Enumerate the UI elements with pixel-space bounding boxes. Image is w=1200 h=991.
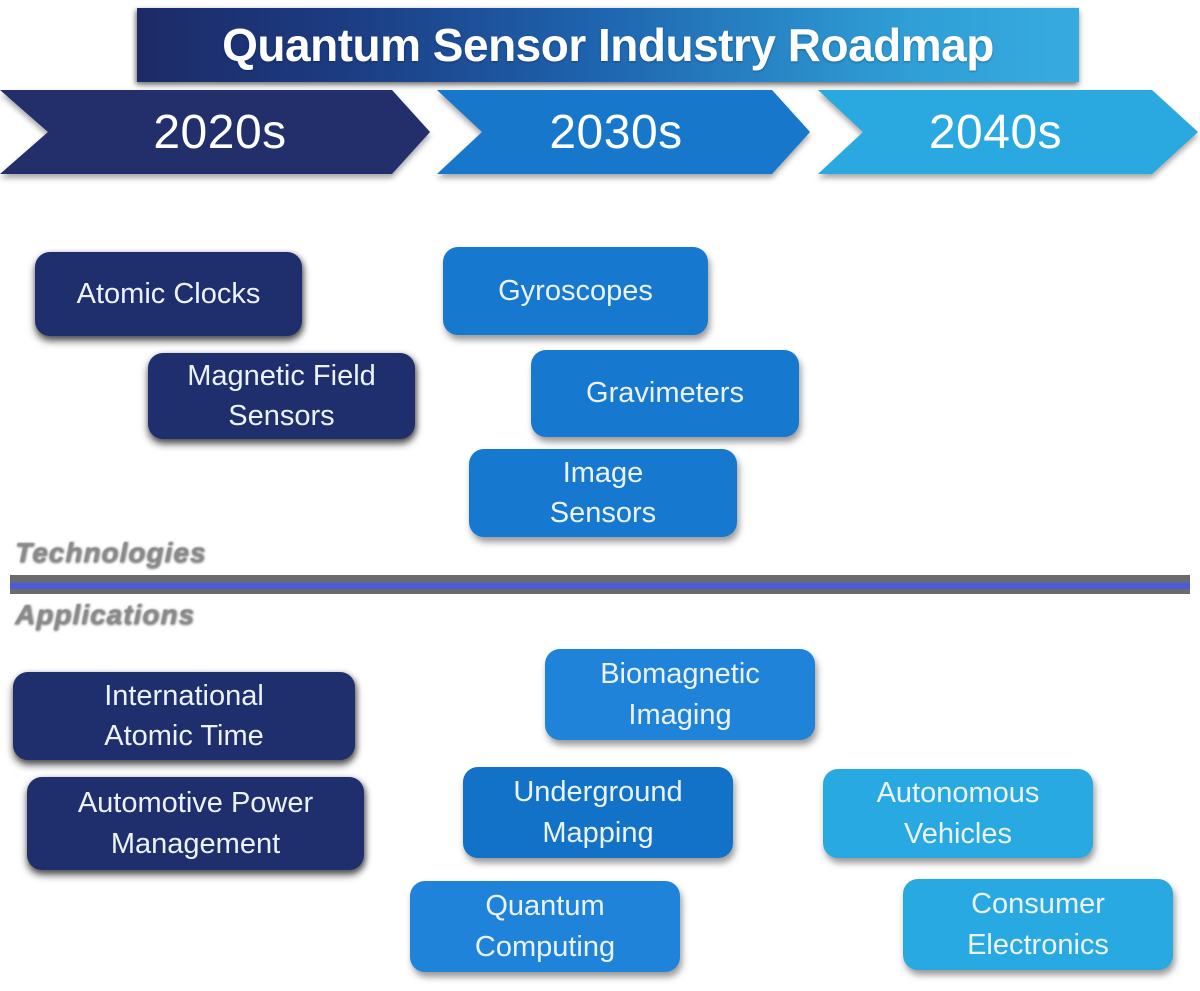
decade-chevron-2030s-shape: 2030s — [437, 90, 810, 174]
box-automotive-power-management: Automotive Power Management — [27, 777, 364, 870]
decade-chevron-2020s-shape: 2020s — [0, 90, 430, 174]
section-divider-line — [10, 575, 1190, 594]
box-magnetic-field-sensors: Magnetic Field Sensors — [148, 353, 415, 439]
box-label: Gravimeters — [586, 377, 744, 410]
box-label: Gyroscopes — [498, 274, 653, 307]
box-label: Sensors — [228, 400, 335, 432]
decade-chevron-2030s: 2030s — [437, 90, 810, 174]
box-quantum-computing: Quantum Computing — [410, 881, 680, 972]
title-banner: Quantum Sensor Industry Roadmap — [137, 8, 1079, 82]
page-title: Quantum Sensor Industry Roadmap — [222, 19, 994, 71]
technologies-section-label: Technologies — [15, 537, 207, 568]
box-label: Imaging — [628, 698, 732, 731]
box-consumer-electronics: Consumer Electronics — [903, 879, 1173, 970]
box-label: Electronics — [967, 928, 1109, 961]
decade-label: 2040s — [928, 105, 1063, 159]
box-label: Underground — [513, 776, 683, 809]
applications-section-label: Applications — [15, 599, 196, 630]
box-label: Biomagnetic — [600, 658, 760, 691]
box-label: Computing — [474, 930, 616, 963]
box-label: International — [104, 679, 264, 712]
decade-chevron-2040s: 2040s — [818, 90, 1198, 174]
box-biomagnetic-imaging: Biomagnetic Imaging — [545, 649, 815, 740]
box-label: Atomic Clocks — [76, 277, 261, 310]
box-label: Magnetic Field — [187, 359, 376, 392]
box-label: Vehicles — [903, 817, 1012, 850]
box-label: Image — [562, 456, 644, 489]
decade-chevron-2020s: 2020s — [0, 90, 430, 174]
box-label: Mapping — [542, 816, 654, 849]
box-label: Consumer — [971, 888, 1105, 921]
decade-label: 2030s — [549, 105, 683, 159]
box-label: Quantum — [485, 890, 605, 923]
box-gyroscopes: Gyroscopes — [443, 247, 708, 335]
box-atomic-clocks: Atomic Clocks — [35, 252, 302, 336]
box-label: Management — [110, 827, 281, 860]
box-label: Sensors — [549, 497, 657, 529]
decade-label: 2020s — [153, 105, 287, 159]
box-underground-mapping: Underground Mapping — [463, 767, 733, 858]
box-international-atomic-time: International Atomic Time — [13, 672, 355, 760]
box-label: Automotive Power — [77, 787, 314, 820]
box-label: Atomic Time — [104, 720, 264, 752]
box-label: Autonomous — [876, 777, 1040, 810]
box-autonomous-vehicles: Autonomous Vehicles — [823, 769, 1093, 858]
decade-chevron-2040s-shape: 2040s — [818, 90, 1198, 174]
box-image-sensors: Image Sensors — [469, 449, 737, 537]
box-gravimeters: Gravimeters — [531, 350, 799, 437]
